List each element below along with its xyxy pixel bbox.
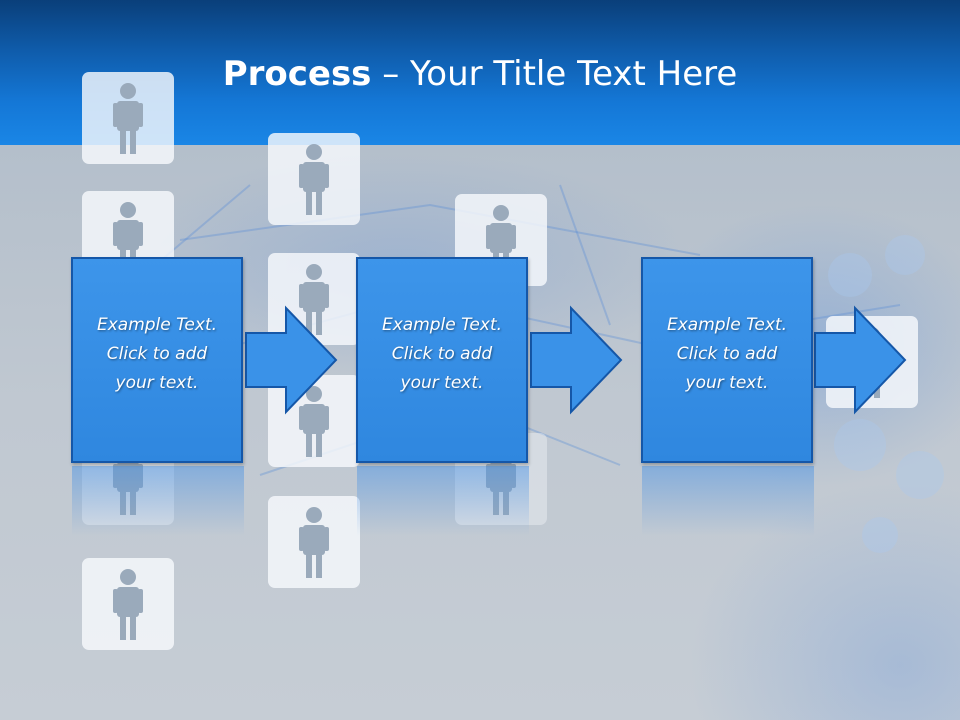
person-card — [268, 133, 360, 225]
step-line: your text. — [115, 373, 199, 393]
person-card — [268, 496, 360, 588]
arrow-right-icon — [530, 305, 623, 415]
step-line: your text. — [685, 373, 769, 393]
step-line: your text. — [400, 373, 484, 393]
process-step-2[interactable]: Example Text. Click to add your text. — [356, 257, 528, 463]
person-icon — [299, 264, 329, 335]
step-line: Example Text. — [381, 315, 503, 335]
step-text[interactable]: Example Text. Click to add your text. — [79, 311, 235, 398]
step-line: Example Text. — [666, 315, 788, 335]
step-line: Click to add — [391, 344, 493, 364]
person-icon — [299, 144, 329, 215]
process-step-3[interactable]: Example Text. Click to add your text. — [641, 257, 813, 463]
person-icon — [113, 569, 143, 640]
arrow-right-icon — [245, 305, 338, 415]
person-icon — [299, 386, 329, 457]
arrow-right-icon — [814, 305, 907, 415]
person-card — [82, 72, 174, 164]
step-text[interactable]: Example Text. Click to add your text. — [364, 311, 520, 398]
title-rest: – Your Title Text Here — [371, 54, 738, 94]
step-line: Click to add — [676, 344, 778, 364]
slide-title[interactable]: Process – Your Title Text Here — [0, 52, 960, 96]
step-line: Example Text. — [96, 315, 218, 335]
person-icon — [113, 83, 143, 154]
step-text[interactable]: Example Text. Click to add your text. — [649, 311, 805, 398]
person-icon — [299, 507, 329, 578]
person-card — [268, 253, 360, 345]
step-reflection — [357, 466, 529, 536]
person-card — [82, 558, 174, 650]
step-line: Click to add — [106, 344, 208, 364]
person-card — [268, 375, 360, 467]
step-reflection — [72, 466, 244, 536]
step-reflection — [642, 466, 814, 536]
process-step-1[interactable]: Example Text. Click to add your text. — [71, 257, 243, 463]
title-bold: Process — [222, 54, 372, 94]
